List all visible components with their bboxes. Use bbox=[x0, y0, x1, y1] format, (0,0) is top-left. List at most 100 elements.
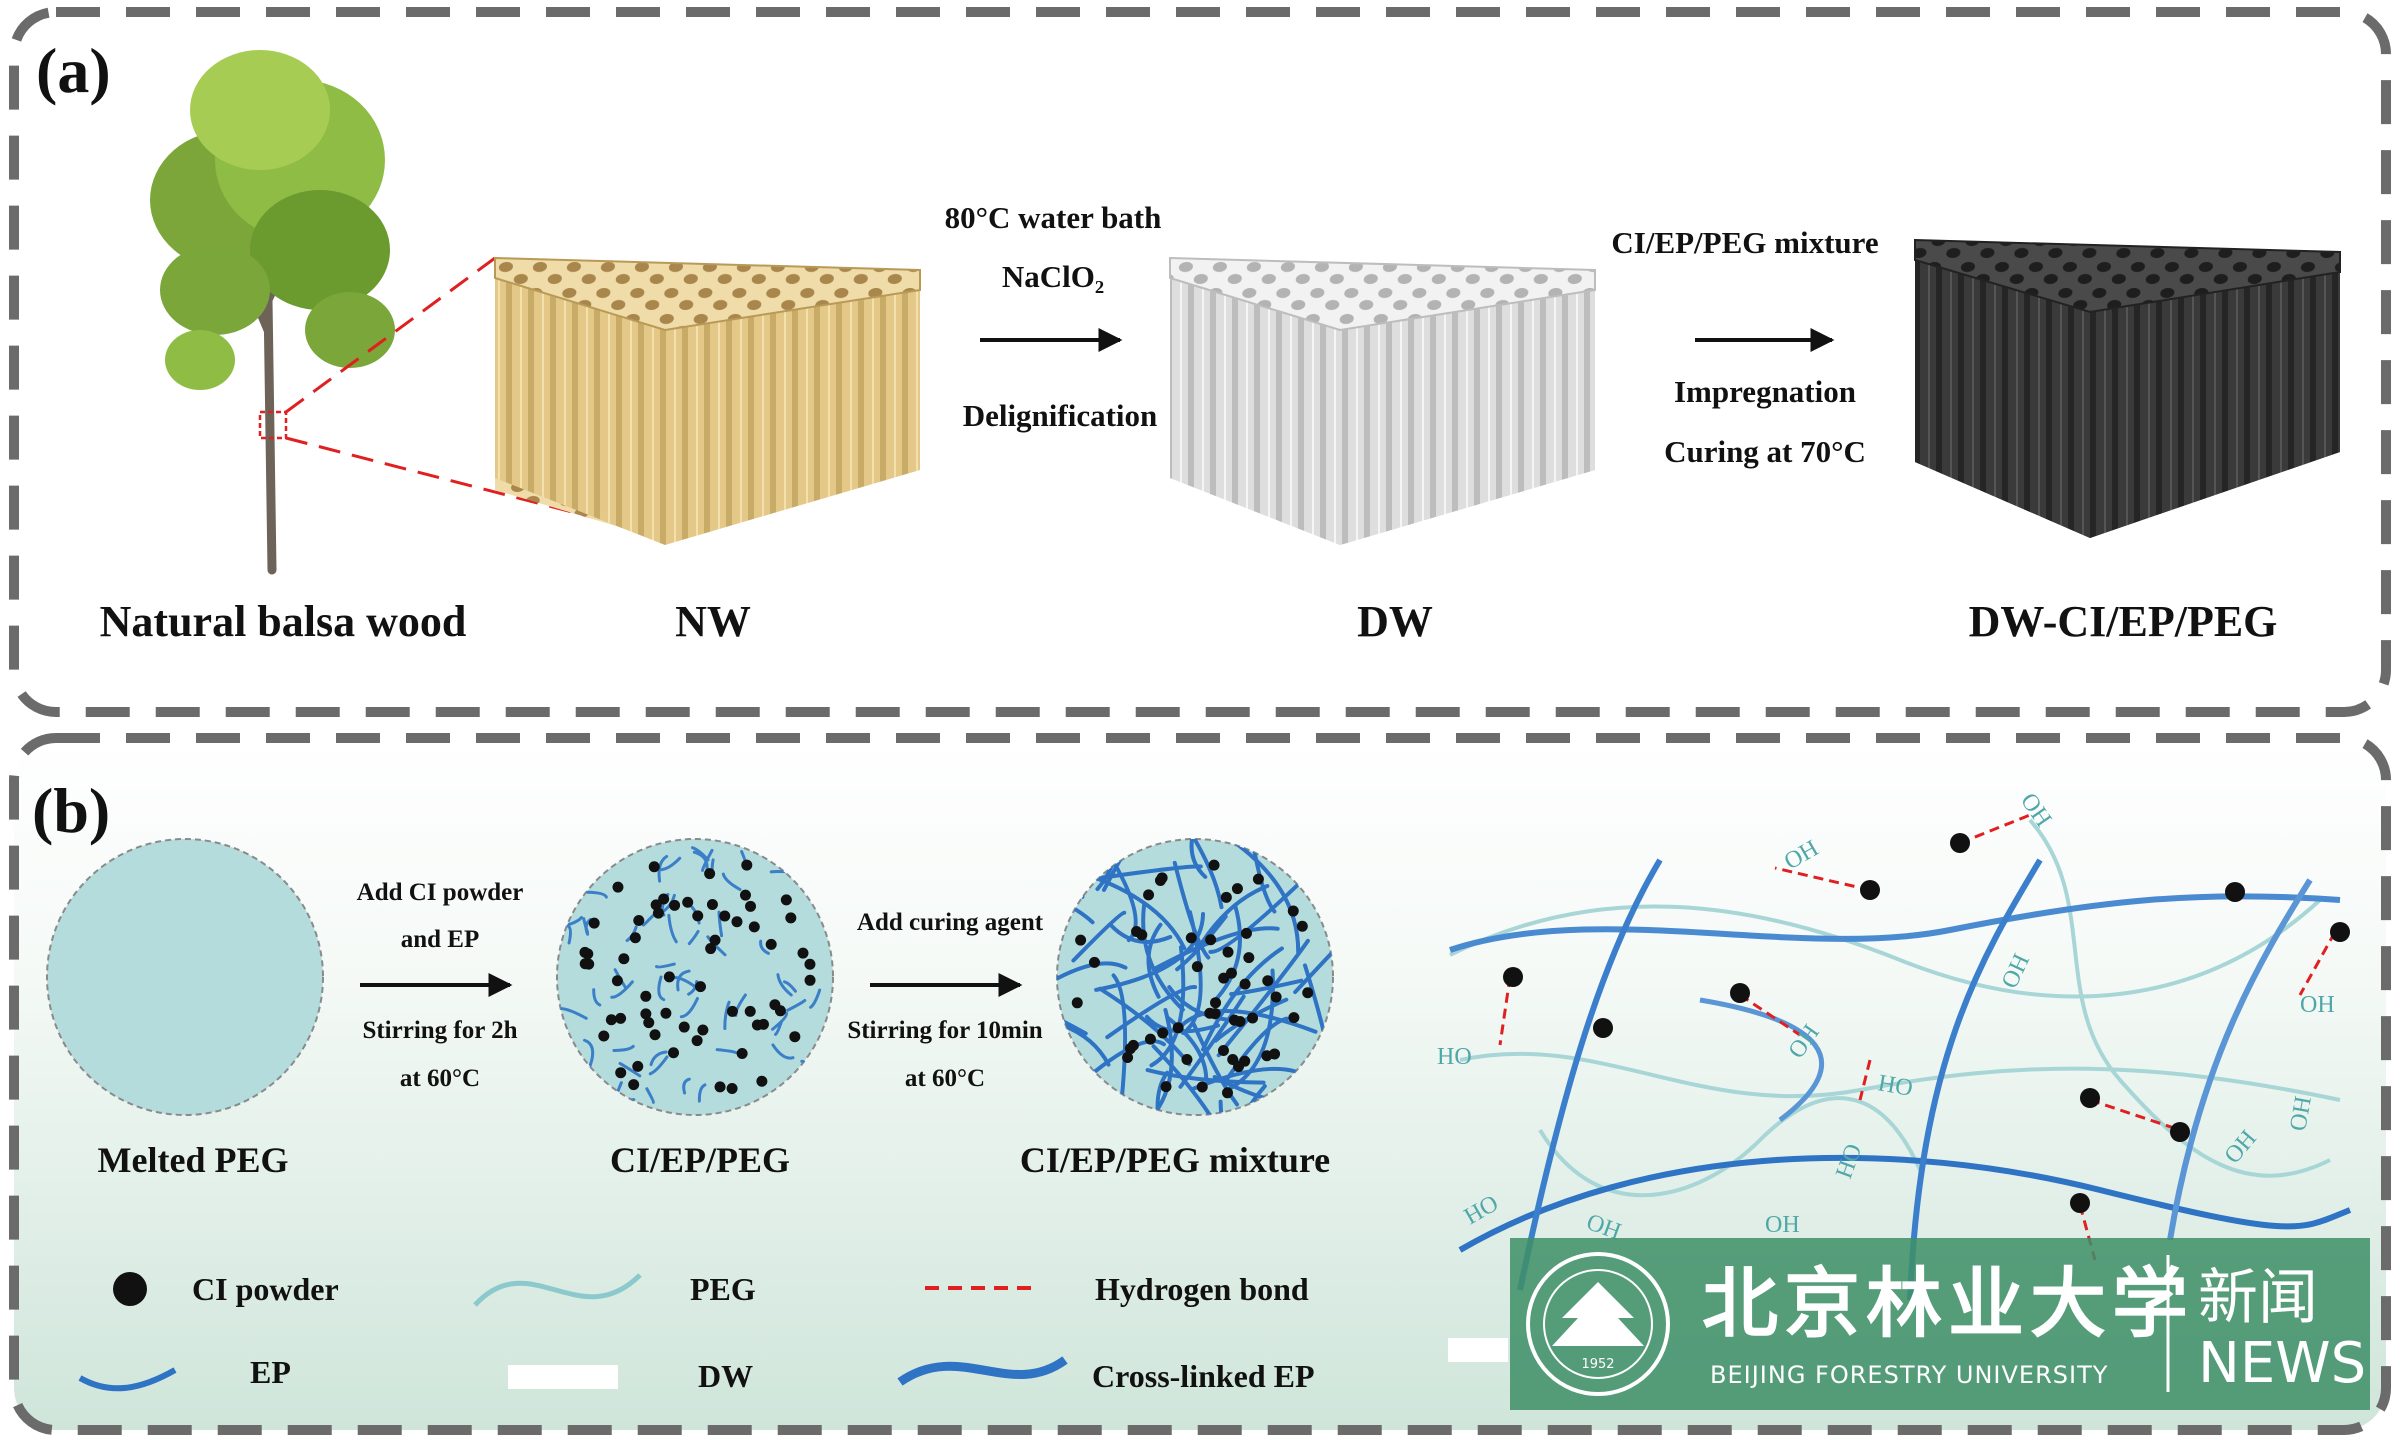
ci-particle bbox=[1730, 983, 1750, 1003]
ep-strand bbox=[1153, 926, 1280, 971]
step-b1-line4: at 60°C bbox=[400, 1065, 480, 1092]
ci-particle bbox=[618, 953, 630, 965]
nw-front-left-face bbox=[495, 278, 665, 545]
ep-chain-3 bbox=[1517, 858, 1663, 1291]
oh-label: OH bbox=[2300, 992, 2335, 1018]
ep-strand bbox=[657, 975, 666, 1002]
ci-particle bbox=[640, 990, 652, 1002]
dw-front-right-face bbox=[1340, 290, 1595, 545]
ci-particle bbox=[1240, 927, 1252, 939]
ci-particle bbox=[748, 921, 760, 933]
ep-strand bbox=[649, 1050, 668, 1067]
ci-particle bbox=[632, 1060, 644, 1072]
ep-strand bbox=[610, 980, 634, 999]
ep-strand bbox=[1200, 883, 1270, 944]
ep-strand bbox=[1223, 1016, 1289, 1083]
ep-strand bbox=[809, 988, 822, 1009]
ep-strand bbox=[717, 910, 724, 938]
ep-strand bbox=[1178, 1009, 1318, 1034]
ep-strand bbox=[648, 1055, 669, 1076]
ci-particle bbox=[1185, 932, 1197, 944]
legend-ci-label: CI powder bbox=[192, 1271, 339, 1307]
ci-particle bbox=[1122, 1051, 1134, 1063]
peg-chain-2 bbox=[1459, 1051, 2341, 1102]
ci-particle bbox=[731, 916, 743, 928]
panel-a: (a) bbox=[9, 7, 2391, 717]
ep-strand bbox=[1057, 976, 1088, 1036]
ci-particle bbox=[598, 1030, 610, 1042]
ci-particle bbox=[1287, 905, 1299, 917]
ci-particle bbox=[1269, 1048, 1281, 1060]
ci-particle bbox=[705, 943, 717, 955]
ci-particle bbox=[1181, 1054, 1193, 1066]
ci-particle bbox=[726, 1083, 738, 1095]
bjfu-news-watermark: 1952 北京林业大学 BEIJING FORESTRY UNIVERSITY … bbox=[1510, 1238, 2370, 1410]
ci-particle bbox=[709, 934, 721, 946]
ci-particle bbox=[1950, 833, 1970, 853]
ep-strand bbox=[559, 1007, 588, 1020]
step-a2: CI/EP/PEG mixture Impregnation Curing at… bbox=[1611, 225, 1878, 469]
ep-strand bbox=[583, 1038, 595, 1067]
ep-strand bbox=[641, 913, 656, 927]
ci-particle bbox=[1225, 967, 1237, 979]
ep-strand bbox=[655, 962, 676, 969]
ci-particle bbox=[1262, 975, 1274, 987]
ep-strand bbox=[771, 1043, 795, 1060]
composite-block bbox=[1914, 238, 2341, 538]
ep-strand bbox=[1079, 864, 1203, 883]
ep-strand bbox=[782, 980, 797, 993]
legend-ci-swatch bbox=[113, 1272, 147, 1306]
ci-particle bbox=[629, 932, 641, 944]
ci-particle bbox=[726, 1005, 738, 1017]
ci-particle bbox=[1239, 978, 1251, 990]
step-b1-line1: Add CI powder bbox=[357, 879, 524, 906]
peg-chain-3 bbox=[2028, 818, 2331, 1178]
ep-strand bbox=[776, 973, 793, 997]
watermark-news-cn: 新闻 bbox=[2198, 1263, 2318, 1333]
ci-ep-peg-circle bbox=[556, 838, 834, 1116]
ci-particle bbox=[1156, 872, 1168, 884]
ci-particle bbox=[804, 958, 816, 970]
ep-strand bbox=[723, 1000, 731, 1031]
ci-particle bbox=[663, 971, 675, 983]
step-a1-line1: 80°C water bath bbox=[945, 200, 1162, 235]
ci-particle bbox=[1144, 1033, 1156, 1045]
ci-particle bbox=[691, 1035, 703, 1047]
panel-b-label: (b) bbox=[32, 775, 110, 846]
ep-strand bbox=[771, 1011, 789, 1031]
ep-strand bbox=[1101, 839, 1170, 892]
ep-strand bbox=[1071, 910, 1127, 963]
ci-particle bbox=[669, 899, 681, 911]
ep-strand bbox=[1175, 839, 1224, 910]
ci-particle bbox=[694, 981, 706, 993]
dw-front-left-face bbox=[1170, 278, 1340, 545]
panel-b: (b) Add CI powder and EP Stirring for 2h… bbox=[9, 733, 2391, 1435]
title-composite: DW-CI/EP/PEG bbox=[1969, 597, 2278, 646]
composite-top-face bbox=[1915, 240, 2340, 312]
title-ci-ep-peg: CI/EP/PEG bbox=[610, 1140, 790, 1180]
ci-particle bbox=[1243, 952, 1255, 964]
ci-particle bbox=[1191, 961, 1203, 973]
ci-particle bbox=[1288, 1012, 1300, 1024]
ci-particle bbox=[1221, 1087, 1233, 1099]
ep-strand bbox=[1211, 904, 1242, 1004]
ci-particle bbox=[736, 1048, 748, 1060]
step-a1: 80°C water bath NaClO₂ Delignification bbox=[945, 200, 1162, 433]
ci-particle bbox=[1075, 934, 1087, 946]
ep-strand bbox=[759, 939, 770, 955]
ep-strand bbox=[1105, 985, 1198, 1040]
ep-strand bbox=[1155, 1070, 1185, 1115]
ep-strand bbox=[585, 890, 608, 899]
ep-strand bbox=[584, 918, 592, 936]
ep-strand bbox=[715, 1048, 738, 1055]
watermark-background bbox=[1510, 1238, 2370, 1410]
ci-particle bbox=[678, 1021, 690, 1033]
ci-particle bbox=[744, 1005, 756, 1017]
ep-chain-2 bbox=[1449, 893, 2341, 953]
seal-year: 1952 bbox=[1581, 1357, 1614, 1372]
ep-strand bbox=[701, 848, 714, 872]
ep-strand bbox=[1109, 923, 1173, 944]
ci-particle bbox=[756, 1075, 768, 1087]
ep-strand bbox=[721, 872, 742, 892]
